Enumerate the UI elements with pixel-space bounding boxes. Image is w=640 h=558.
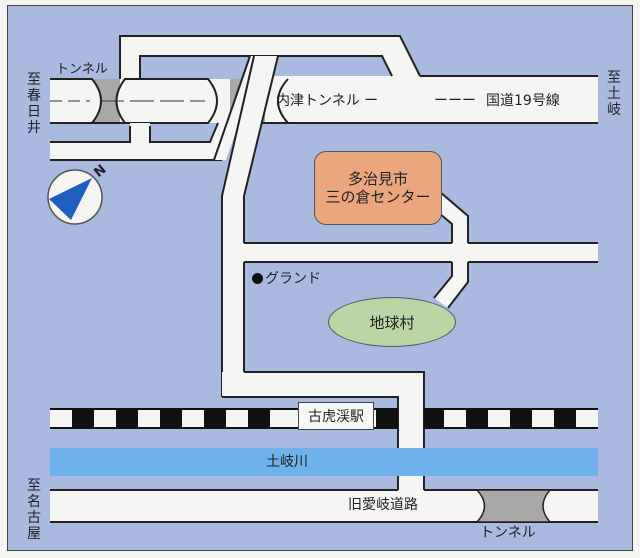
river-label: 土岐川 — [266, 454, 308, 470]
direction-to-toki: 至土岐 — [607, 70, 621, 118]
utsutsu-tunnel-label: 内津トンネル ー — [276, 93, 379, 109]
station-label: 古虎渓駅 — [308, 409, 364, 425]
middle-road — [244, 242, 598, 263]
direction-to-nagoya: 至名古屋 — [27, 478, 41, 542]
old-aigi-road-label: 旧愛岐道路 — [348, 497, 418, 513]
upper-loop-road — [50, 35, 421, 161]
ground-dot-icon — [252, 273, 263, 284]
route19-dashes: ーーー — [434, 93, 476, 109]
compass-icon: N — [47, 162, 109, 225]
tunnel-label-top: トンネル — [56, 62, 108, 77]
facility-name-line1: 多治見市 — [347, 170, 408, 188]
ground-marker: グランド — [252, 272, 321, 286]
facility-marker[interactable]: 多治見市 三の倉センター — [314, 151, 442, 225]
direction-to-kasugai: 至春日井 — [27, 72, 41, 136]
village-marker[interactable]: 地球村 — [328, 297, 456, 347]
facility-name-line2: 三の倉センター — [325, 188, 431, 206]
toki-river — [50, 448, 598, 476]
station-marker[interactable]: 古虎渓駅 — [298, 402, 374, 430]
village-label: 地球村 — [369, 313, 415, 332]
access-road — [433, 191, 469, 309]
old-aigi-road — [50, 489, 598, 523]
route19-label: 国道19号線 — [486, 93, 560, 109]
ground-label: グランド — [265, 271, 321, 287]
tunnel-label-bottom: トンネル — [480, 525, 536, 541]
main-vertical-road — [221, 55, 279, 397]
